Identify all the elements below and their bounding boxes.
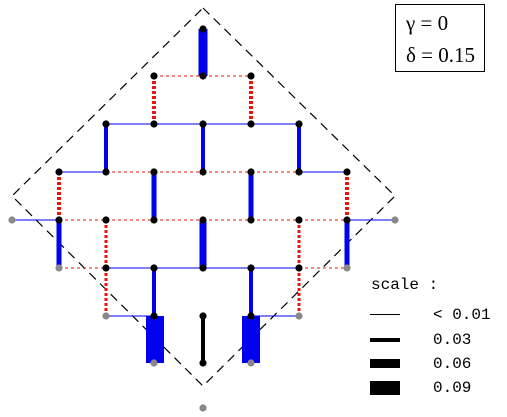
site-layer (8, 25, 399, 412)
lattice-site (150, 168, 158, 176)
legend-item: < 0.01 (370, 305, 500, 325)
boundary-site (150, 359, 158, 367)
lattice-site (150, 72, 158, 80)
delta-value: δ = 0.15 (406, 43, 475, 67)
lattice-site (247, 312, 255, 320)
boundary-site (102, 312, 110, 320)
lattice-site (343, 168, 351, 176)
lattice-site (295, 216, 303, 224)
lattice-site (247, 216, 255, 224)
lattice-site (247, 72, 255, 80)
lattice-site (150, 216, 158, 224)
lattice-site (150, 264, 158, 272)
lattice-site (55, 168, 63, 176)
bond-layer (12, 29, 395, 363)
lattice-site (102, 120, 110, 128)
gamma-value: γ = 0 (406, 11, 449, 35)
boundary-site (247, 359, 255, 367)
lattice-site (247, 264, 255, 272)
lattice-site (199, 359, 207, 367)
lattice-site (55, 216, 63, 224)
legend-swatch (370, 338, 400, 342)
legend-label: 0.03 (433, 331, 472, 349)
legend-swatch (370, 381, 400, 395)
lattice-site (247, 168, 255, 176)
boundary-site (8, 216, 16, 224)
boundary-site (391, 216, 399, 224)
lattice-site (247, 120, 255, 128)
lattice-site (199, 168, 207, 176)
lattice-site (295, 264, 303, 272)
positive-bond-block (242, 316, 260, 363)
boundary-site (295, 312, 303, 320)
legend-item: 0.03 (370, 330, 500, 350)
lattice-site (199, 264, 207, 272)
boundary-site (343, 264, 351, 272)
legend-item: 0.06 (370, 354, 500, 374)
boundary-site (55, 264, 63, 272)
lattice-site (150, 120, 158, 128)
legend-swatch (370, 314, 400, 315)
legend-swatch (370, 359, 400, 368)
lattice-site (295, 120, 303, 128)
legend-item: 0.09 (370, 378, 500, 398)
lattice-site (199, 120, 207, 128)
lattice-site (150, 312, 158, 320)
positive-bond-block (146, 316, 164, 363)
lattice-site (199, 25, 207, 33)
boundary-site (199, 404, 207, 412)
lattice-site (102, 264, 110, 272)
legend-label: < 0.01 (433, 306, 491, 324)
lattice-site (199, 216, 207, 224)
lattice-site (295, 168, 303, 176)
lattice-site (102, 216, 110, 224)
parameter-box: γ = 0 δ = 0.15 (395, 4, 485, 72)
lattice-site (343, 216, 351, 224)
legend-label: 0.06 (433, 355, 472, 373)
lattice-site (199, 72, 207, 80)
legend-title: scale : (371, 276, 439, 294)
legend-label: 0.09 (433, 379, 472, 397)
lattice-site (102, 168, 110, 176)
lattice-site (199, 312, 207, 320)
